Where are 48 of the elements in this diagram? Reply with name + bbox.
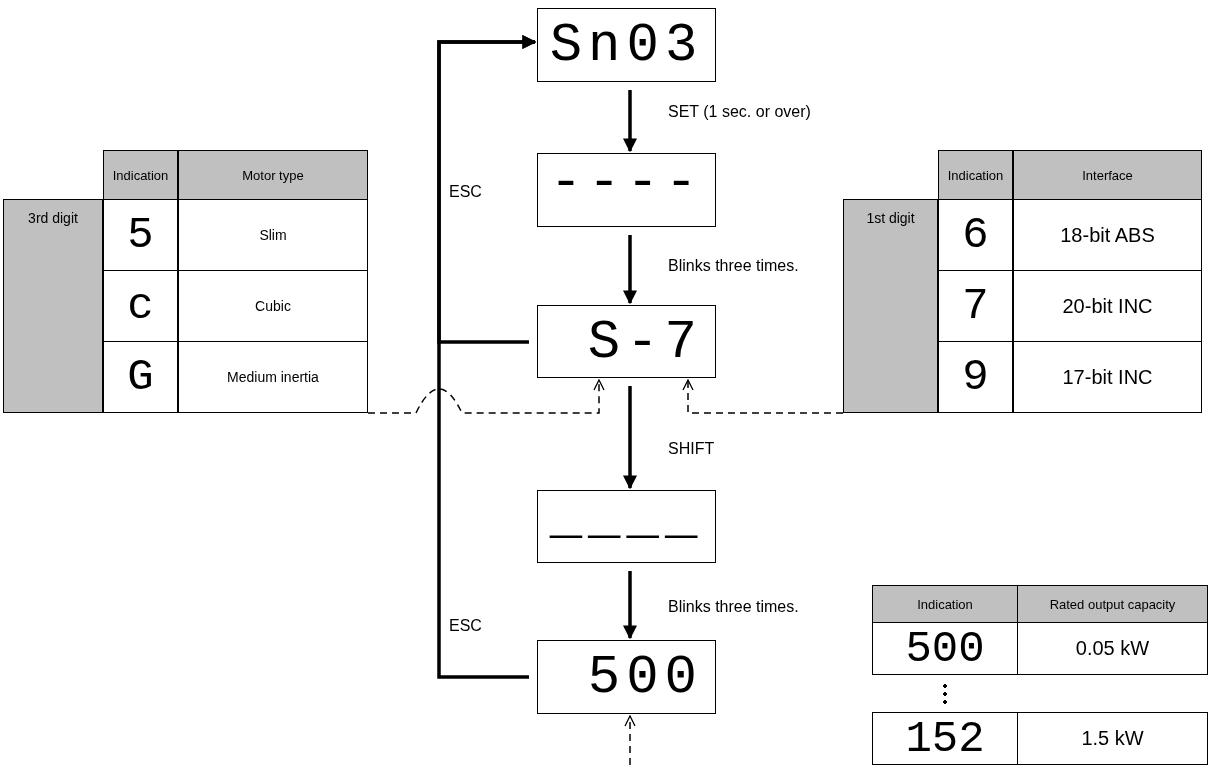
table-cell-text: Medium inertia [178,341,368,413]
edge-label: ESC [449,617,482,635]
leader-line [367,379,605,414]
edge-label: SET (1 sec. or over) [668,103,811,121]
display-box [537,490,716,563]
display-readout: S-7 [587,316,703,370]
display-box [537,305,716,378]
arrow [437,35,537,679]
display-box [537,153,716,227]
row-group-header: 3rd digit [3,199,103,413]
display-box [537,640,716,714]
digit-indicator: c [103,270,178,342]
digit-indicator: 7 [938,270,1013,342]
table-cell-text: 17-bit INC [1013,341,1202,413]
digit-indicator: 500 [872,622,1018,675]
digit-indicator: 9 [938,341,1013,413]
column-header: Indication [872,585,1018,623]
arrow [623,235,637,305]
leader-line [624,715,636,765]
digit-indicator: 5 [103,199,178,271]
display-readout: ---- [549,156,704,210]
column-header: Indication [103,150,178,200]
table-cell-text: 20-bit INC [1013,270,1202,342]
table-cell-text: 0.05 kW [1017,622,1208,675]
edge-label: Blinks three times. [668,598,799,616]
arrow [623,571,637,640]
edge-label: ESC [449,183,482,201]
arrow [623,386,637,490]
table-cell-text: Cubic [178,270,368,342]
row-group-header: 1st digit [843,199,938,413]
table-cell-text: Slim [178,199,368,271]
column-header: Motor type [178,150,368,200]
display-readout: ____ [549,491,704,545]
edge-label: Blinks three times. [668,257,799,275]
digit-indicator: G [103,341,178,413]
column-header: Rated output capacity [1017,585,1208,623]
column-header: Interface [1013,150,1202,200]
display-box [537,8,716,82]
column-header: Indication [938,150,1013,200]
leader-line [682,379,844,414]
edge-label: SHIFT [668,440,715,458]
display-readout: 500 [587,651,703,705]
display-readout: Sn03 [549,19,704,73]
digit-indicator: 6 [938,199,1013,271]
digit-indicator: 152 [872,712,1018,765]
table-cell-text: 18-bit ABS [1013,199,1202,271]
arrow [623,90,637,153]
table-cell-text: 1.5 kW [1017,712,1208,765]
